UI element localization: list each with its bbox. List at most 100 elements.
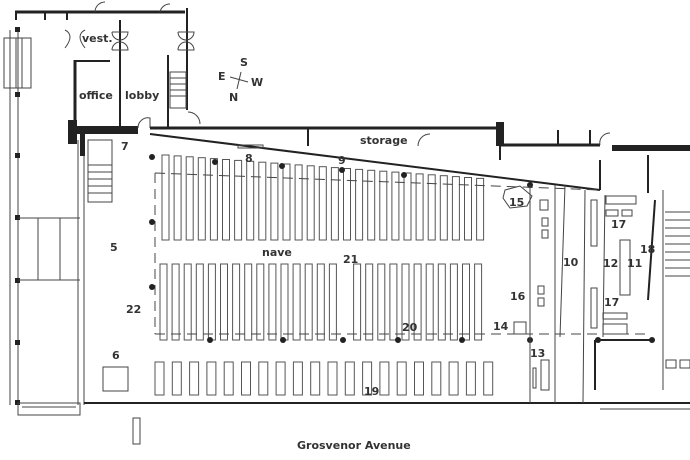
column: [149, 219, 155, 225]
pew: [379, 361, 390, 396]
pew: [451, 176, 460, 241]
pew: [246, 160, 255, 241]
label-18: 18: [640, 243, 655, 256]
pew: [403, 172, 412, 241]
label-21: 21: [343, 253, 358, 266]
pew: [173, 155, 182, 241]
pew: [294, 164, 303, 241]
pew: [268, 263, 277, 341]
label-12: 12: [603, 257, 618, 270]
label-10: 10: [563, 256, 579, 269]
column: [649, 337, 655, 343]
compass-east: E: [218, 70, 226, 83]
label-14: 14: [493, 320, 509, 333]
pew: [427, 174, 436, 241]
pew: [318, 166, 327, 241]
pew: [292, 361, 303, 396]
column: [279, 163, 285, 169]
pew: [377, 263, 386, 341]
chancel: [502, 184, 690, 404]
pew: [355, 168, 364, 241]
pew: [275, 361, 286, 396]
label-13: 13: [530, 347, 545, 360]
entry-block: [15, 1, 201, 203]
pew: [483, 361, 494, 396]
column: [459, 337, 465, 343]
pew: [425, 263, 434, 341]
pew: [343, 168, 351, 241]
pew: [462, 263, 470, 341]
label-15: 15: [509, 196, 524, 209]
pew: [183, 263, 192, 341]
column: [340, 337, 346, 343]
pew: [209, 158, 218, 241]
pew: [344, 361, 355, 396]
pew: [365, 263, 374, 341]
pew: [220, 263, 228, 341]
pew: [328, 263, 337, 341]
column: [212, 159, 218, 165]
compass-south: S: [240, 56, 248, 69]
pew: [171, 361, 182, 396]
pew: [234, 159, 243, 241]
pew: [449, 263, 458, 341]
label-22: 22: [126, 303, 141, 316]
label-8: 8: [245, 152, 253, 165]
pew: [327, 361, 338, 396]
pew: [391, 171, 400, 241]
pew: [207, 263, 216, 341]
pew: [241, 361, 251, 396]
pew: [256, 263, 265, 341]
column: [401, 172, 407, 178]
pew: [159, 263, 168, 341]
pew: [171, 263, 180, 341]
pew: [223, 361, 234, 396]
label-7: 7: [121, 140, 129, 153]
pew: [282, 163, 291, 241]
pew: [244, 263, 253, 341]
label-6: 6: [112, 349, 120, 362]
pew: [185, 156, 194, 241]
pew: [310, 361, 321, 396]
labels: vest. office lobby storage nave S E W N …: [79, 32, 655, 452]
pew: [431, 361, 442, 396]
label-5: 5: [110, 241, 118, 254]
pew: [379, 170, 388, 241]
pew: [161, 154, 170, 241]
pew: [476, 177, 485, 241]
compass: S E W N: [218, 56, 263, 104]
column: [339, 167, 345, 173]
pew: [448, 361, 459, 396]
pew: [197, 157, 206, 241]
pew: [464, 177, 472, 241]
pew: [415, 173, 424, 241]
aisle-lines: [154, 172, 650, 335]
pew: [189, 361, 200, 396]
label-17-bottom: 17: [604, 296, 619, 309]
street-label: Grosvenor Avenue: [297, 439, 411, 452]
pew: [474, 263, 483, 341]
column: [280, 337, 286, 343]
pew: [396, 361, 407, 396]
pew: [306, 165, 315, 241]
column: [207, 337, 213, 343]
room-label-storage: storage: [360, 134, 408, 147]
pew: [401, 263, 410, 341]
room-label-vestibule: vest.: [82, 32, 113, 45]
column: [149, 154, 155, 160]
left-porch: [3, 27, 141, 445]
item-6-box: [102, 366, 129, 392]
pew: [222, 159, 230, 241]
label-9: 9: [338, 154, 346, 167]
label-17-top: 17: [611, 218, 626, 231]
nave-walls: [84, 122, 690, 410]
room-label-nave: nave: [262, 246, 292, 259]
label-20: 20: [402, 321, 418, 334]
compass-north: N: [229, 91, 238, 104]
pew: [389, 263, 398, 341]
label-11: 11: [627, 257, 642, 270]
pew: [258, 161, 267, 241]
column: [395, 337, 401, 343]
room-label-lobby: lobby: [125, 89, 159, 102]
